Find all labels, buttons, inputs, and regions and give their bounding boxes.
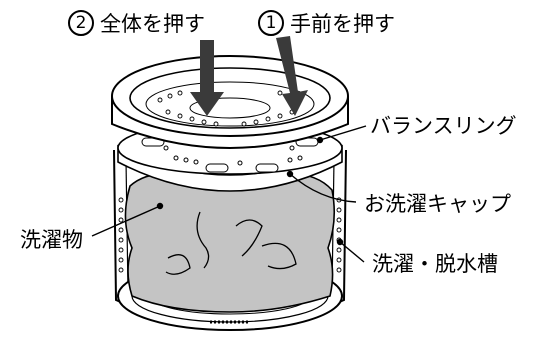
laundry [124, 171, 336, 313]
arrow-push-all [190, 40, 224, 116]
leader-tub [339, 241, 365, 263]
laundry-folds [165, 211, 297, 275]
step-number: 2 [68, 10, 94, 36]
label-wash-cap: お洗濯キャップ [364, 192, 511, 216]
label-balance-ring: バランスリング [370, 114, 517, 138]
balance-ring [111, 55, 349, 149]
step-push-front: 1 手前を押す [258, 8, 395, 38]
push-arrows [190, 36, 308, 116]
arrow-push-front [276, 36, 308, 116]
leader-lines [91, 125, 367, 263]
leader-balance-ring [319, 125, 367, 141]
step-number: 1 [258, 10, 284, 36]
label-laundry: 洗濯物 [20, 228, 83, 252]
leader-laundry [91, 205, 161, 237]
step-text: 手前を押す [290, 12, 395, 36]
leader-wash-cap [289, 173, 357, 203]
wall-holes [118, 197, 342, 273]
top-holes [157, 90, 303, 127]
label-tub: 洗濯・脱水槽 [372, 252, 498, 276]
step-text: 全体を押す [100, 12, 205, 36]
step-push-all: 2 全体を押す [68, 8, 205, 38]
